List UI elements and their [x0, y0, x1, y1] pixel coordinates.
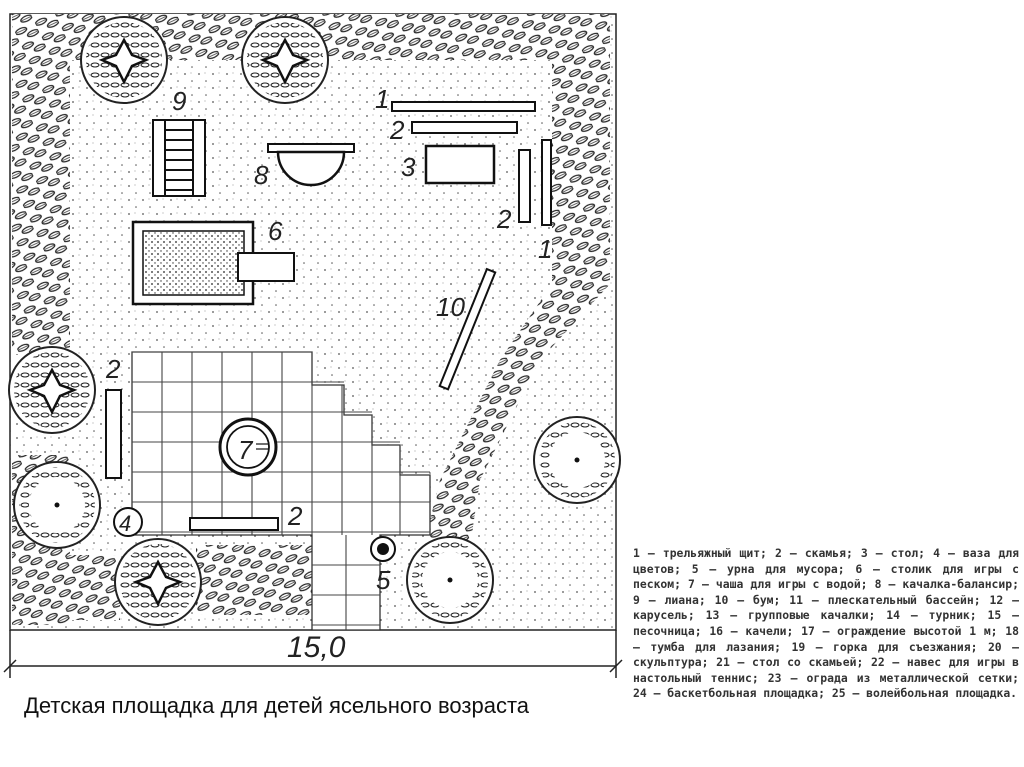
label-1-top: 1 — [375, 84, 389, 114]
bench-top — [411, 121, 518, 134]
label-2-right: 2 — [496, 204, 512, 234]
liana-ladder — [152, 119, 206, 197]
trellis-screen-top — [391, 101, 536, 112]
dimension-line — [3, 630, 623, 678]
tree-bottom-left — [114, 538, 202, 626]
flower-vase: 4 — [113, 507, 143, 537]
balance-beam — [438, 267, 497, 391]
trash-bin — [370, 536, 396, 562]
balance-rocker — [267, 143, 355, 187]
caption: Детская площадка для детей ясельного воз… — [24, 693, 530, 718]
tree-left-lower — [13, 461, 101, 549]
bench-bottom — [189, 517, 279, 531]
label-6: 6 — [268, 216, 283, 246]
tree-right — [533, 416, 621, 504]
label-4: 4 — [119, 511, 131, 536]
tree-left-middle — [8, 346, 96, 434]
label-7: 7 — [238, 435, 254, 465]
tree-bottom-center — [406, 536, 494, 624]
playground-plan: 7 4 — [3, 13, 623, 678]
trellis-screen-right — [541, 139, 552, 226]
legend-text: 1 — трельяжный щит; 2 — скамья; 3 — стол… — [633, 546, 1019, 701]
label-2-top: 2 — [389, 115, 405, 145]
table — [424, 144, 496, 185]
water-bowl: 7 — [218, 417, 278, 477]
label-10: 10 — [436, 292, 465, 322]
label-2-bottom: 2 — [287, 501, 303, 531]
tree-top-center — [241, 16, 329, 104]
tree-top-left — [80, 16, 168, 104]
label-1-right: 1 — [538, 234, 552, 264]
label-2-left: 2 — [105, 354, 121, 384]
sand-table — [131, 220, 295, 306]
dimension-label: 15,0 — [287, 631, 346, 664]
bench-left — [105, 389, 122, 479]
label-8: 8 — [254, 160, 269, 190]
bench-right — [518, 149, 531, 223]
label-9: 9 — [172, 86, 186, 116]
label-5: 5 — [376, 565, 391, 595]
label-3: 3 — [401, 152, 416, 182]
